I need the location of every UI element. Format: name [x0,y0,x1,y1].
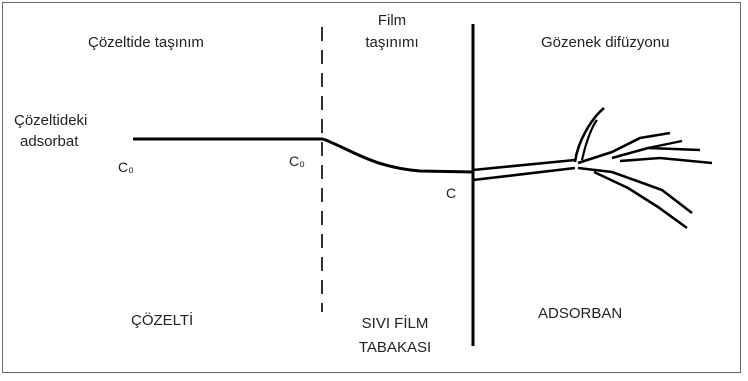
film-transport-label-line1: Film [377,12,407,29]
pore-diffusion-label: Gözenek difüzyonu [541,34,670,51]
adsorbate-label-line2: adsorbat [20,133,79,150]
c0-left-label: C₀ [118,159,134,175]
pore-channel-lower [472,166,576,182]
solution-transport-label: Çözeltide taşınım [88,34,204,51]
pore-branch-lower-2 [593,170,688,230]
pore-branch-lower-1 [577,166,693,215]
c0-right-label: C₀ [289,153,305,169]
pore-branch-mid-1 [577,131,671,165]
adsorbent-phase-label: ADSORBAN [538,305,623,322]
pore-channel-upper [472,158,576,172]
pore-branch-upper-long [573,107,605,163]
pore-branch-mid-2 [611,146,701,160]
pore-branch-upper-short [580,119,598,161]
pore-branch-tip [647,139,683,150]
liquid-film-label-line1: SIVI FİLM [361,315,429,332]
film-concentration-curve [322,137,474,174]
adsorbate-label-line1: Çözeltideki [14,112,88,129]
liquid-film-label-line2: TABAKASI [358,339,432,356]
c-label: C [446,185,457,201]
diagram-frame [2,2,741,373]
pore-branch-mid-3 [619,156,713,165]
film-transport-label-line2: taşınımı [365,34,419,51]
solution-phase-label: ÇÖZELTİ [131,312,194,329]
